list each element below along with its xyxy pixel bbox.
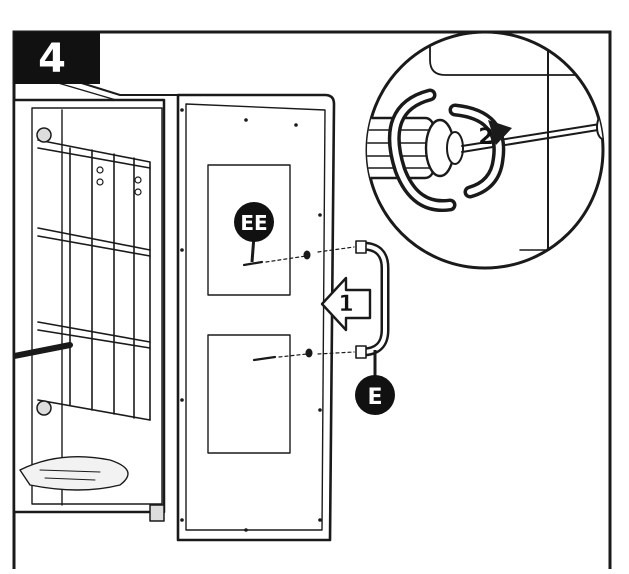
rotation-arrow-icon [387,88,512,213]
cabinet-door [176,93,336,542]
lower-door-panel [207,334,291,454]
cooking-rack [37,139,151,421]
detail-zoom-circle [365,30,605,270]
door-handle [317,240,390,359]
action-turn-number: 2 [478,125,493,150]
handle-part-callout: E [355,350,395,415]
push-arrow-icon [320,276,372,332]
screw-icon [242,250,313,362]
screw-part-callout: EE [234,202,274,263]
step-number-badge: 4 [14,32,100,84]
handle-part-label: E [367,385,382,410]
step-number: 4 [38,36,66,82]
screw-part-label: EE [240,211,267,235]
cabinet-body [14,61,179,522]
action-insert-number: 1 [338,292,353,317]
